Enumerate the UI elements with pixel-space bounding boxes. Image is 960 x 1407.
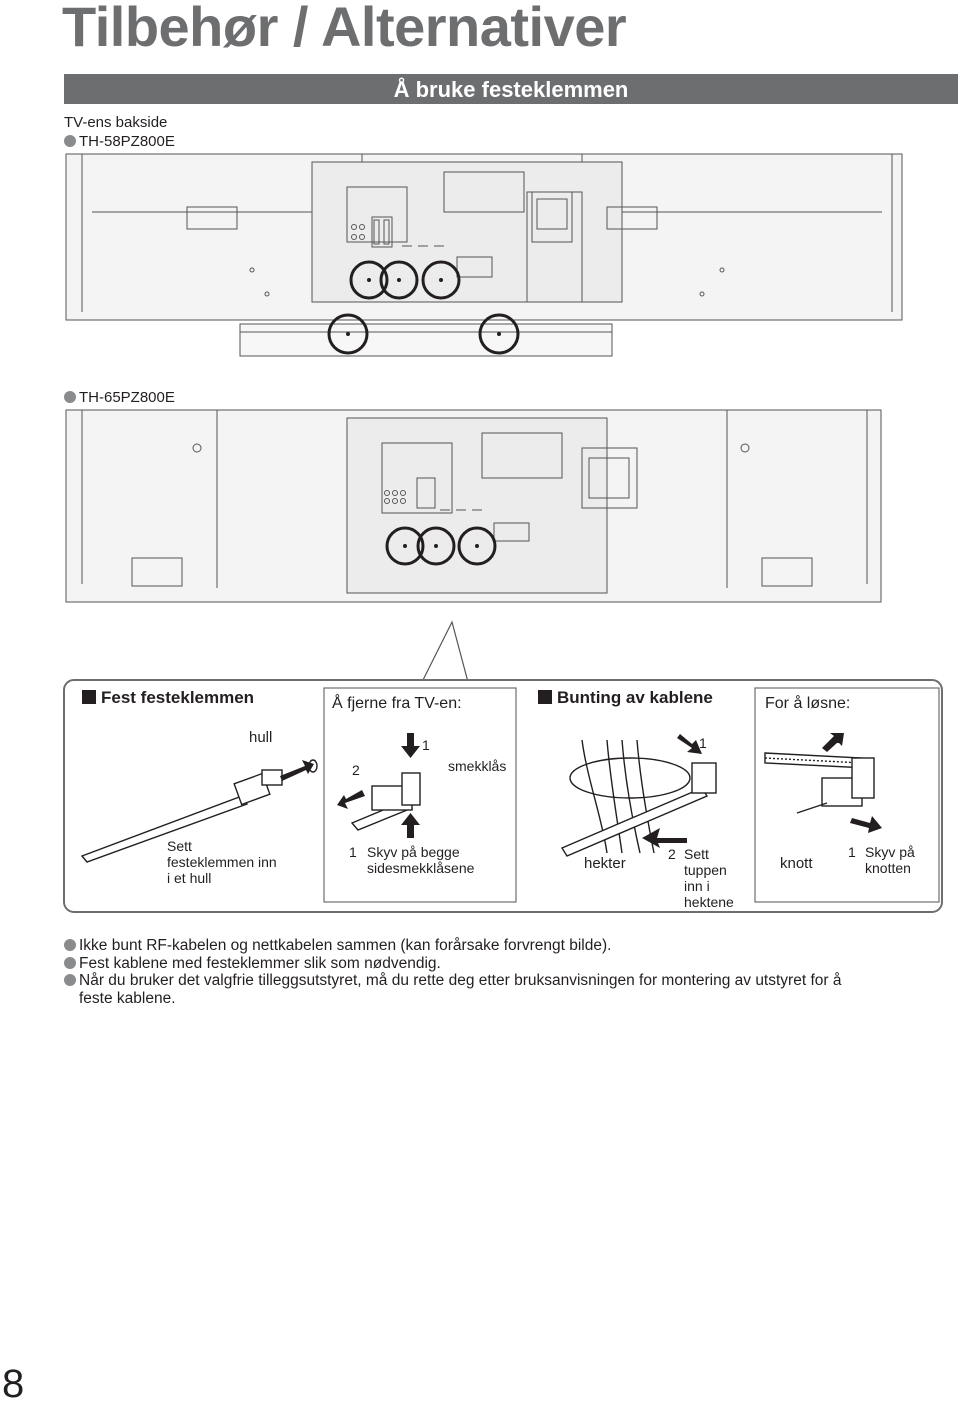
- label-knott: knott: [780, 855, 813, 872]
- square-bullet-icon: [538, 690, 552, 704]
- bullet-icon: [64, 956, 76, 969]
- page-title: Tilbehør / Alternativer: [62, 0, 627, 58]
- cable-clamp-illustrations: [80, 733, 882, 863]
- bullet-icon: [64, 939, 76, 951]
- label-hull: hull: [249, 729, 273, 746]
- model-label-58: TH-58PZ800E: [64, 133, 175, 150]
- note-item: Fest kablene med festeklemmer slik som n…: [64, 955, 954, 973]
- caption-fest: Sett festeklemmen inn i et hull: [167, 838, 277, 886]
- label-hekter: hekter: [584, 855, 626, 872]
- caption-losne: Skyv på knotten: [865, 844, 915, 876]
- page-number: 8: [2, 1362, 25, 1406]
- step-number-1: 1: [699, 735, 707, 751]
- tv-65-back-illustration: [65, 409, 882, 683]
- bullet-icon: [64, 391, 76, 403]
- note-item: Når du bruker det valgfrie tilleggsutsty…: [64, 972, 954, 990]
- notes-list: Ikke bunt RF-kabelen og nettkabelen samm…: [64, 937, 954, 1007]
- heading-losne: For å løsne:: [765, 695, 851, 712]
- step-number-2: 2: [834, 730, 842, 746]
- section-title: Å bruke festeklemmen: [393, 77, 629, 102]
- caption-fjerne: Skyv på begge sidesmekklåsene: [367, 844, 475, 876]
- tv-58-back-illustration: [65, 153, 903, 357]
- step-number-2: 2: [352, 762, 360, 778]
- label-smekklas: smekklås: [448, 758, 507, 774]
- note-item: Ikke bunt RF-kabelen og nettkabelen samm…: [64, 937, 954, 955]
- step-number-1: 1: [349, 844, 357, 860]
- square-bullet-icon: [82, 690, 96, 704]
- step-number-1: 1: [422, 737, 430, 753]
- bullet-icon: [64, 135, 76, 147]
- heading-bunting: Bunting av kablene: [538, 688, 713, 708]
- section-header-bar: Å bruke festeklemmen: [64, 74, 958, 104]
- step-number-2: 2: [668, 846, 676, 862]
- caption-bunting: Sett tuppen inn i hektene: [684, 846, 734, 910]
- instruction-panel-frame: [63, 679, 943, 913]
- tv-back-label: TV-ens bakside: [64, 114, 168, 131]
- model-label-65: TH-65PZ800E: [64, 389, 175, 406]
- heading-fjerne: Å fjerne fra TV-en:: [332, 695, 462, 712]
- step-number-1: 1: [848, 844, 856, 860]
- note-item-continuation: feste kablene.: [79, 989, 176, 1007]
- bullet-icon: [64, 974, 76, 986]
- heading-fest-festeklemmen: Fest festeklemmen: [82, 688, 254, 708]
